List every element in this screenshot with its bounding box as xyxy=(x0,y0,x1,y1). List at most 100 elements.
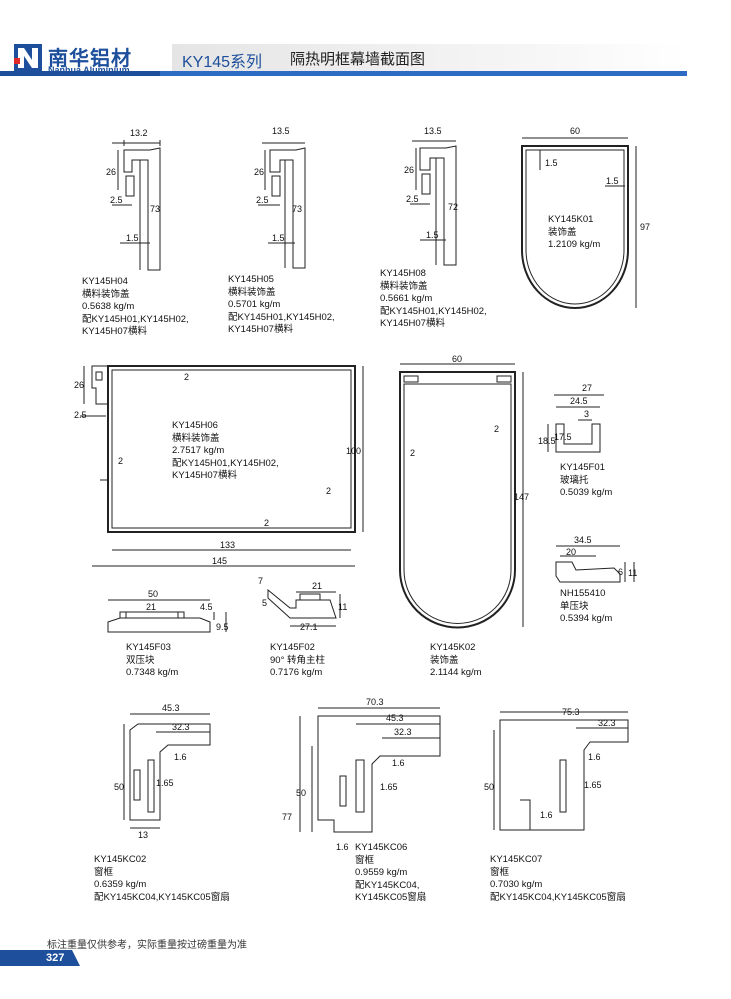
dim-label: 2 xyxy=(184,372,189,382)
profile-code: KY145F02 xyxy=(270,642,315,653)
dim-label: 133 xyxy=(220,540,235,550)
dim-label: 26 xyxy=(404,165,414,175)
dim-label: 2.5 xyxy=(110,195,123,205)
profile-code: KY145KC02 xyxy=(94,854,147,865)
profile-caption-ky145kc07: KY145KC07 窗框 0.7030 kg/m 配KY145KC04,KY14… xyxy=(490,854,626,904)
dim-label: 2 xyxy=(264,518,269,528)
profile-name: 装饰盖 xyxy=(548,226,577,238)
dim-label: 1.6 xyxy=(336,842,349,852)
dim-label: 13 xyxy=(138,830,148,840)
profile-fit: KY145H07横料 xyxy=(82,326,147,337)
profile-drawing-ky145k02 xyxy=(399,363,524,629)
page-number-tab xyxy=(0,950,80,966)
dim-label: 1.65 xyxy=(584,780,602,790)
profile-weight: 0.5661 kg/m xyxy=(380,293,433,304)
dim-label: 1.5 xyxy=(606,176,619,186)
profile-caption-nh155410: NH155410 单压块 0.5394 kg/m xyxy=(560,588,612,626)
profile-fit: KY145H07横料 xyxy=(380,318,445,329)
dim-label: 75.3 xyxy=(562,707,580,717)
dim-label: 72 xyxy=(448,202,458,212)
profile-drawing-ky145h08 xyxy=(410,140,457,266)
profile-fit: KY145H07横料 xyxy=(172,470,237,481)
dim-label: 1.5 xyxy=(426,230,439,240)
profile-weight: 0.5701 kg/m xyxy=(228,299,281,310)
profile-name: 窗框 xyxy=(355,854,375,866)
dim-label: 73 xyxy=(150,204,160,214)
dim-label: 32.3 xyxy=(394,727,412,737)
profile-code: KY145K02 xyxy=(430,642,476,653)
profile-drawing-ky145h04 xyxy=(112,140,161,271)
profile-weight: 0.6359 kg/m xyxy=(94,879,147,890)
weight-footnote: 标注重量仅供参考，实际重量按过磅重量为准 xyxy=(47,940,247,951)
dim-label: 13.5 xyxy=(272,126,290,136)
profile-drawing-ky145k01 xyxy=(521,137,637,309)
profile-code: KY145KC06 xyxy=(355,842,408,853)
page-number: 327 xyxy=(46,952,65,964)
profile-caption-ky145h08: KY145H08 横料装饰盖 0.5661 kg/m 配KY145H01,KY1… xyxy=(380,268,487,331)
dim-label: 13.2 xyxy=(130,128,148,138)
profile-caption-ky145h06: KY145H06 横料装饰盖 2.7517 kg/m 配KY145H01,KY1… xyxy=(172,420,279,483)
nanhua-logo-icon xyxy=(14,44,42,72)
dim-label: 26 xyxy=(74,380,84,390)
profile-weight: 0.7348 kg/m xyxy=(126,667,179,678)
dim-label: 32.3 xyxy=(172,722,190,732)
profile-weight: 0.5039 kg/m xyxy=(560,487,613,498)
profile-fit: 配KY145H01,KY145H02, xyxy=(172,457,279,469)
dim-label: 1.5 xyxy=(126,233,139,243)
profile-code: KY145F01 xyxy=(560,462,605,473)
dim-label: 27 xyxy=(582,383,592,393)
dim-label: 11 xyxy=(338,602,347,612)
profile-fit: 配KY145H01,KY145H02, xyxy=(380,305,487,317)
profile-fit: 配KY145H01,KY145H02, xyxy=(82,313,189,325)
profile-name: 玻璃托 xyxy=(560,474,589,486)
profile-name: 装饰盖 xyxy=(430,654,459,666)
dim-label: 26 xyxy=(106,167,116,177)
profile-weight: 0.5638 kg/m xyxy=(82,301,135,312)
profile-drawing-ky145h06 xyxy=(80,365,364,567)
profile-weight: 2.1144 kg/m xyxy=(430,667,482,678)
profile-caption-ky145kc02: KY145KC02 窗框 0.6359 kg/m 配KY145KC04,KY14… xyxy=(94,854,230,904)
dim-label: 6 xyxy=(618,567,623,577)
profile-name: 横料装饰盖 xyxy=(82,288,130,300)
page-header: 南华铝材 Nanhua Aluminium KY145系列 隔热明框幕墙截面图 xyxy=(0,0,731,78)
dim-label: 2 xyxy=(494,424,499,434)
dim-label: 21 xyxy=(146,602,156,612)
profile-code: NH155410 xyxy=(560,588,606,599)
dim-label: 45.3 xyxy=(162,703,180,713)
dim-label: 60 xyxy=(570,126,580,136)
profile-fit: 配KY145KC04,KY145KC05窗扇 xyxy=(94,891,230,903)
dim-label: 60 xyxy=(452,354,462,364)
profile-drawing-nh155410 xyxy=(555,545,635,583)
page-title: 隔热明框幕墙截面图 xyxy=(290,51,426,68)
dim-label: 3 xyxy=(584,409,589,419)
dim-label: 73 xyxy=(292,204,302,214)
profile-weight: 0.7176 kg/m xyxy=(270,667,323,678)
dim-label: 26 xyxy=(254,167,264,177)
dim-label: 5 xyxy=(262,598,267,608)
dim-label: 1.65 xyxy=(156,778,174,788)
profile-caption-ky145kc06: KY145KC06 窗框 0.9559 kg/m 配KY145KC04, KY1… xyxy=(355,842,426,905)
dim-label: 11 xyxy=(628,568,637,578)
profile-name: 90° 转角主柱 xyxy=(270,654,326,666)
profile-name: 横料装饰盖 xyxy=(380,280,428,292)
profile-fit: 配KY145KC04, xyxy=(355,879,420,891)
dim-label: 20 xyxy=(566,547,576,557)
dim-label: 1.6 xyxy=(540,810,553,820)
profile-code: KY145KC07 xyxy=(490,854,543,865)
dim-label: 2.5 xyxy=(256,195,269,205)
dim-label: 50 xyxy=(114,782,124,792)
profile-caption-ky145k01: KY145K01 装饰盖 1.2109 kg/m xyxy=(548,214,600,252)
dim-label: 2.5 xyxy=(74,410,87,420)
dim-label: 50 xyxy=(296,788,306,798)
dim-label: 1.5 xyxy=(272,233,285,243)
dim-label: 24.5 xyxy=(570,396,588,406)
profile-drawing-ky145f02 xyxy=(267,588,341,627)
profile-drawing-ky145f01 xyxy=(547,394,604,453)
brand-name-cn: 南华铝材 xyxy=(48,48,132,70)
dim-label: 27.1 xyxy=(300,622,318,632)
profile-code: KY145H06 xyxy=(172,420,218,431)
profile-caption-ky145f03: KY145F03 双压块 0.7348 kg/m xyxy=(126,642,178,680)
dim-label: 1.6 xyxy=(392,758,405,768)
dim-label: 13.5 xyxy=(424,126,442,136)
